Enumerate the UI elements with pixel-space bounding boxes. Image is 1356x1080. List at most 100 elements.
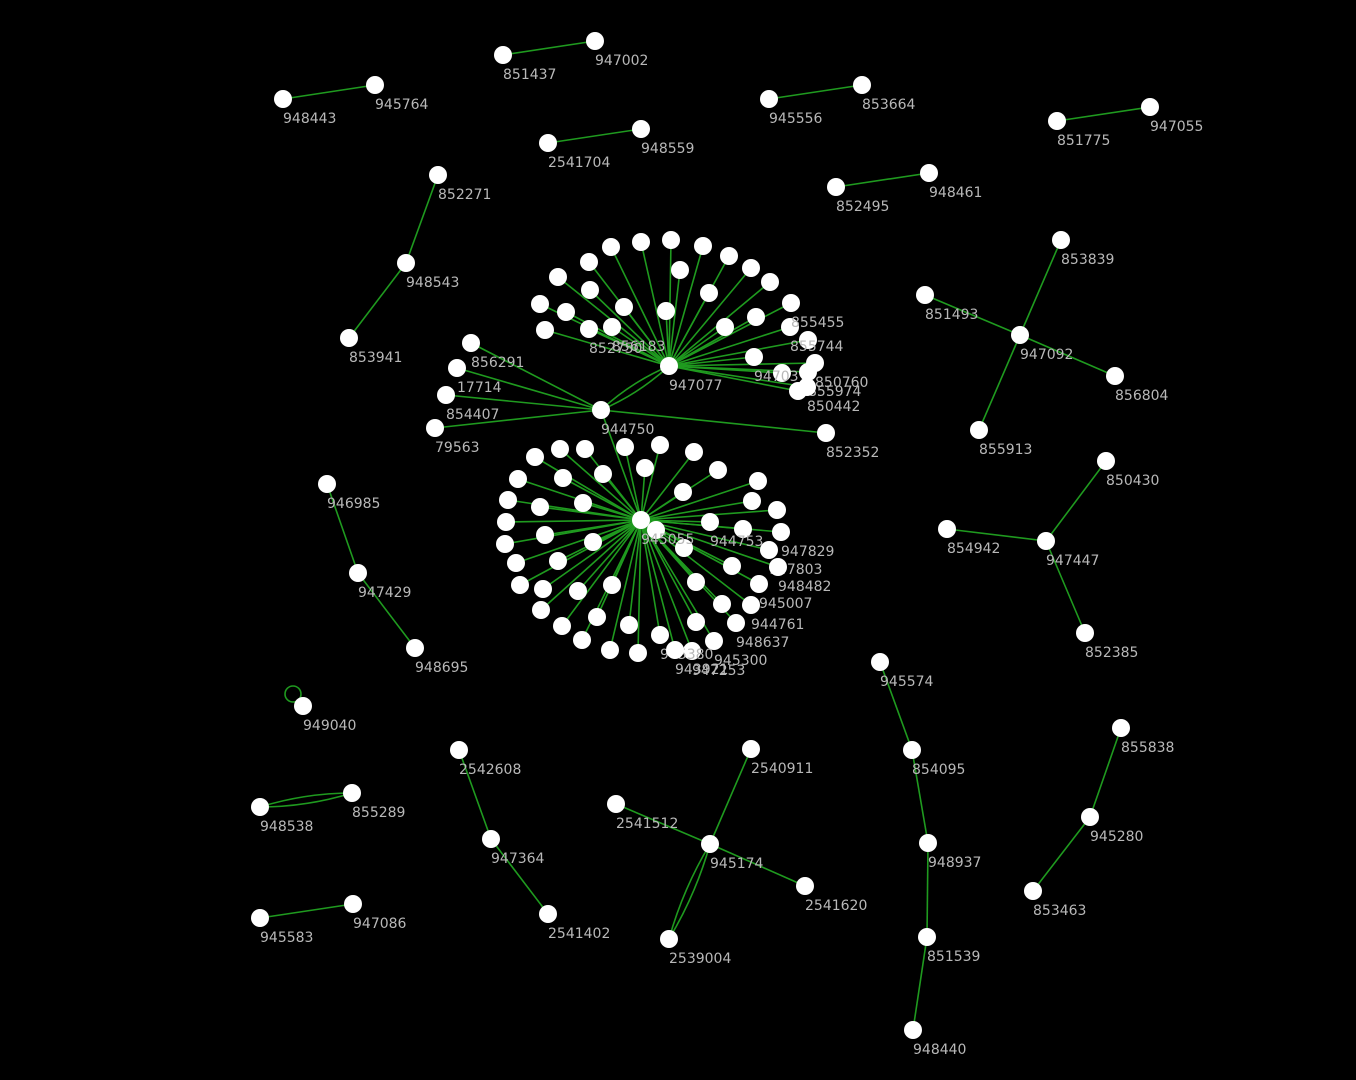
cluster-node[interactable] [713, 595, 731, 613]
cluster-node[interactable] [531, 498, 549, 516]
graph-node[interactable] [494, 46, 512, 64]
cluster-node[interactable] [497, 513, 515, 531]
graph-node[interactable] [742, 740, 760, 758]
graph-node[interactable] [796, 877, 814, 895]
graph-node[interactable] [1141, 98, 1159, 116]
cluster-node[interactable] [531, 295, 549, 313]
graph-node[interactable] [607, 795, 625, 813]
cluster-node[interactable] [603, 576, 621, 594]
cluster-node[interactable] [694, 237, 712, 255]
cluster-node[interactable] [662, 231, 680, 249]
graph-node[interactable] [772, 523, 790, 541]
cluster-node[interactable] [651, 436, 669, 454]
graph-node[interactable] [666, 641, 684, 659]
graph-node[interactable] [919, 834, 937, 852]
cluster-node[interactable] [647, 521, 665, 539]
graph-node[interactable] [426, 419, 444, 437]
graph-node[interactable] [1048, 112, 1066, 130]
cluster-node[interactable] [534, 580, 552, 598]
graph-node[interactable] [782, 294, 800, 312]
graph-node[interactable] [340, 329, 358, 347]
graph-node[interactable] [853, 76, 871, 94]
graph-node[interactable] [1106, 367, 1124, 385]
cluster-node[interactable] [580, 253, 598, 271]
cluster-node[interactable] [747, 308, 765, 326]
graph-node[interactable] [448, 359, 466, 377]
graph-node[interactable] [701, 835, 719, 853]
graph-node[interactable] [397, 254, 415, 272]
graph-node[interactable] [1081, 808, 1099, 826]
graph-node[interactable] [1037, 532, 1055, 550]
cluster-node[interactable] [657, 302, 675, 320]
cluster-node[interactable] [569, 582, 587, 600]
graph-node[interactable] [745, 348, 763, 366]
cluster-node[interactable] [615, 298, 633, 316]
cluster-node[interactable] [574, 494, 592, 512]
cluster-node[interactable] [536, 526, 554, 544]
graph-node[interactable] [760, 541, 778, 559]
graph-node[interactable] [294, 697, 312, 715]
graph-node[interactable] [343, 784, 361, 802]
graph-node[interactable] [827, 178, 845, 196]
graph-node[interactable] [1112, 719, 1130, 737]
cluster-node[interactable] [773, 364, 791, 382]
cluster-node[interactable] [601, 641, 619, 659]
cluster-node[interactable] [636, 459, 654, 477]
graph-node[interactable] [760, 90, 778, 108]
graph-node[interactable] [603, 318, 621, 336]
graph-node[interactable] [632, 511, 650, 529]
cluster-node[interactable] [526, 448, 544, 466]
graph-node[interactable] [539, 134, 557, 152]
cluster-node[interactable] [536, 321, 554, 339]
graph-node[interactable] [660, 930, 678, 948]
graph-node[interactable] [920, 164, 938, 182]
graph-node[interactable] [586, 32, 604, 50]
cluster-node[interactable] [700, 284, 718, 302]
graph-node[interactable] [1052, 231, 1070, 249]
cluster-node[interactable] [742, 259, 760, 277]
cluster-node[interactable] [551, 440, 569, 458]
graph-node[interactable] [437, 386, 455, 404]
graph-node[interactable] [1097, 452, 1115, 470]
graph-node[interactable] [1024, 882, 1042, 900]
graph-node[interactable] [318, 475, 336, 493]
graph-node[interactable] [871, 653, 889, 671]
graph-node[interactable] [970, 421, 988, 439]
cluster-node[interactable] [687, 573, 705, 591]
graph-node[interactable] [580, 320, 598, 338]
graph-node[interactable] [539, 905, 557, 923]
graph-node[interactable] [592, 401, 610, 419]
graph-node[interactable] [344, 895, 362, 913]
cluster-node[interactable] [532, 601, 550, 619]
cluster-node[interactable] [557, 303, 575, 321]
graph-node[interactable] [750, 575, 768, 593]
graph-node[interactable] [916, 286, 934, 304]
graph-node[interactable] [274, 90, 292, 108]
cluster-node[interactable] [761, 273, 779, 291]
graph-node[interactable] [450, 741, 468, 759]
cluster-node[interactable] [709, 461, 727, 479]
cluster-node[interactable] [734, 520, 752, 538]
cluster-node[interactable] [616, 438, 634, 456]
graph-node[interactable] [817, 424, 835, 442]
graph-node[interactable] [366, 76, 384, 94]
graph-node[interactable] [938, 520, 956, 538]
graph-node[interactable] [705, 632, 723, 650]
cluster-node[interactable] [687, 613, 705, 631]
cluster-node[interactable] [509, 470, 527, 488]
cluster-node[interactable] [549, 552, 567, 570]
graph-node[interactable] [918, 928, 936, 946]
graph-node[interactable] [251, 798, 269, 816]
cluster-node[interactable] [511, 576, 529, 594]
cluster-node[interactable] [584, 533, 602, 551]
graph-node[interactable] [462, 334, 480, 352]
cluster-node[interactable] [499, 491, 517, 509]
graph-node[interactable] [349, 564, 367, 582]
graph-node[interactable] [799, 363, 817, 381]
graph-node[interactable] [904, 1021, 922, 1039]
cluster-node[interactable] [507, 554, 525, 572]
cluster-node[interactable] [743, 492, 761, 510]
graph-node[interactable] [727, 614, 745, 632]
graph-node[interactable] [742, 596, 760, 614]
cluster-node[interactable] [629, 644, 647, 662]
